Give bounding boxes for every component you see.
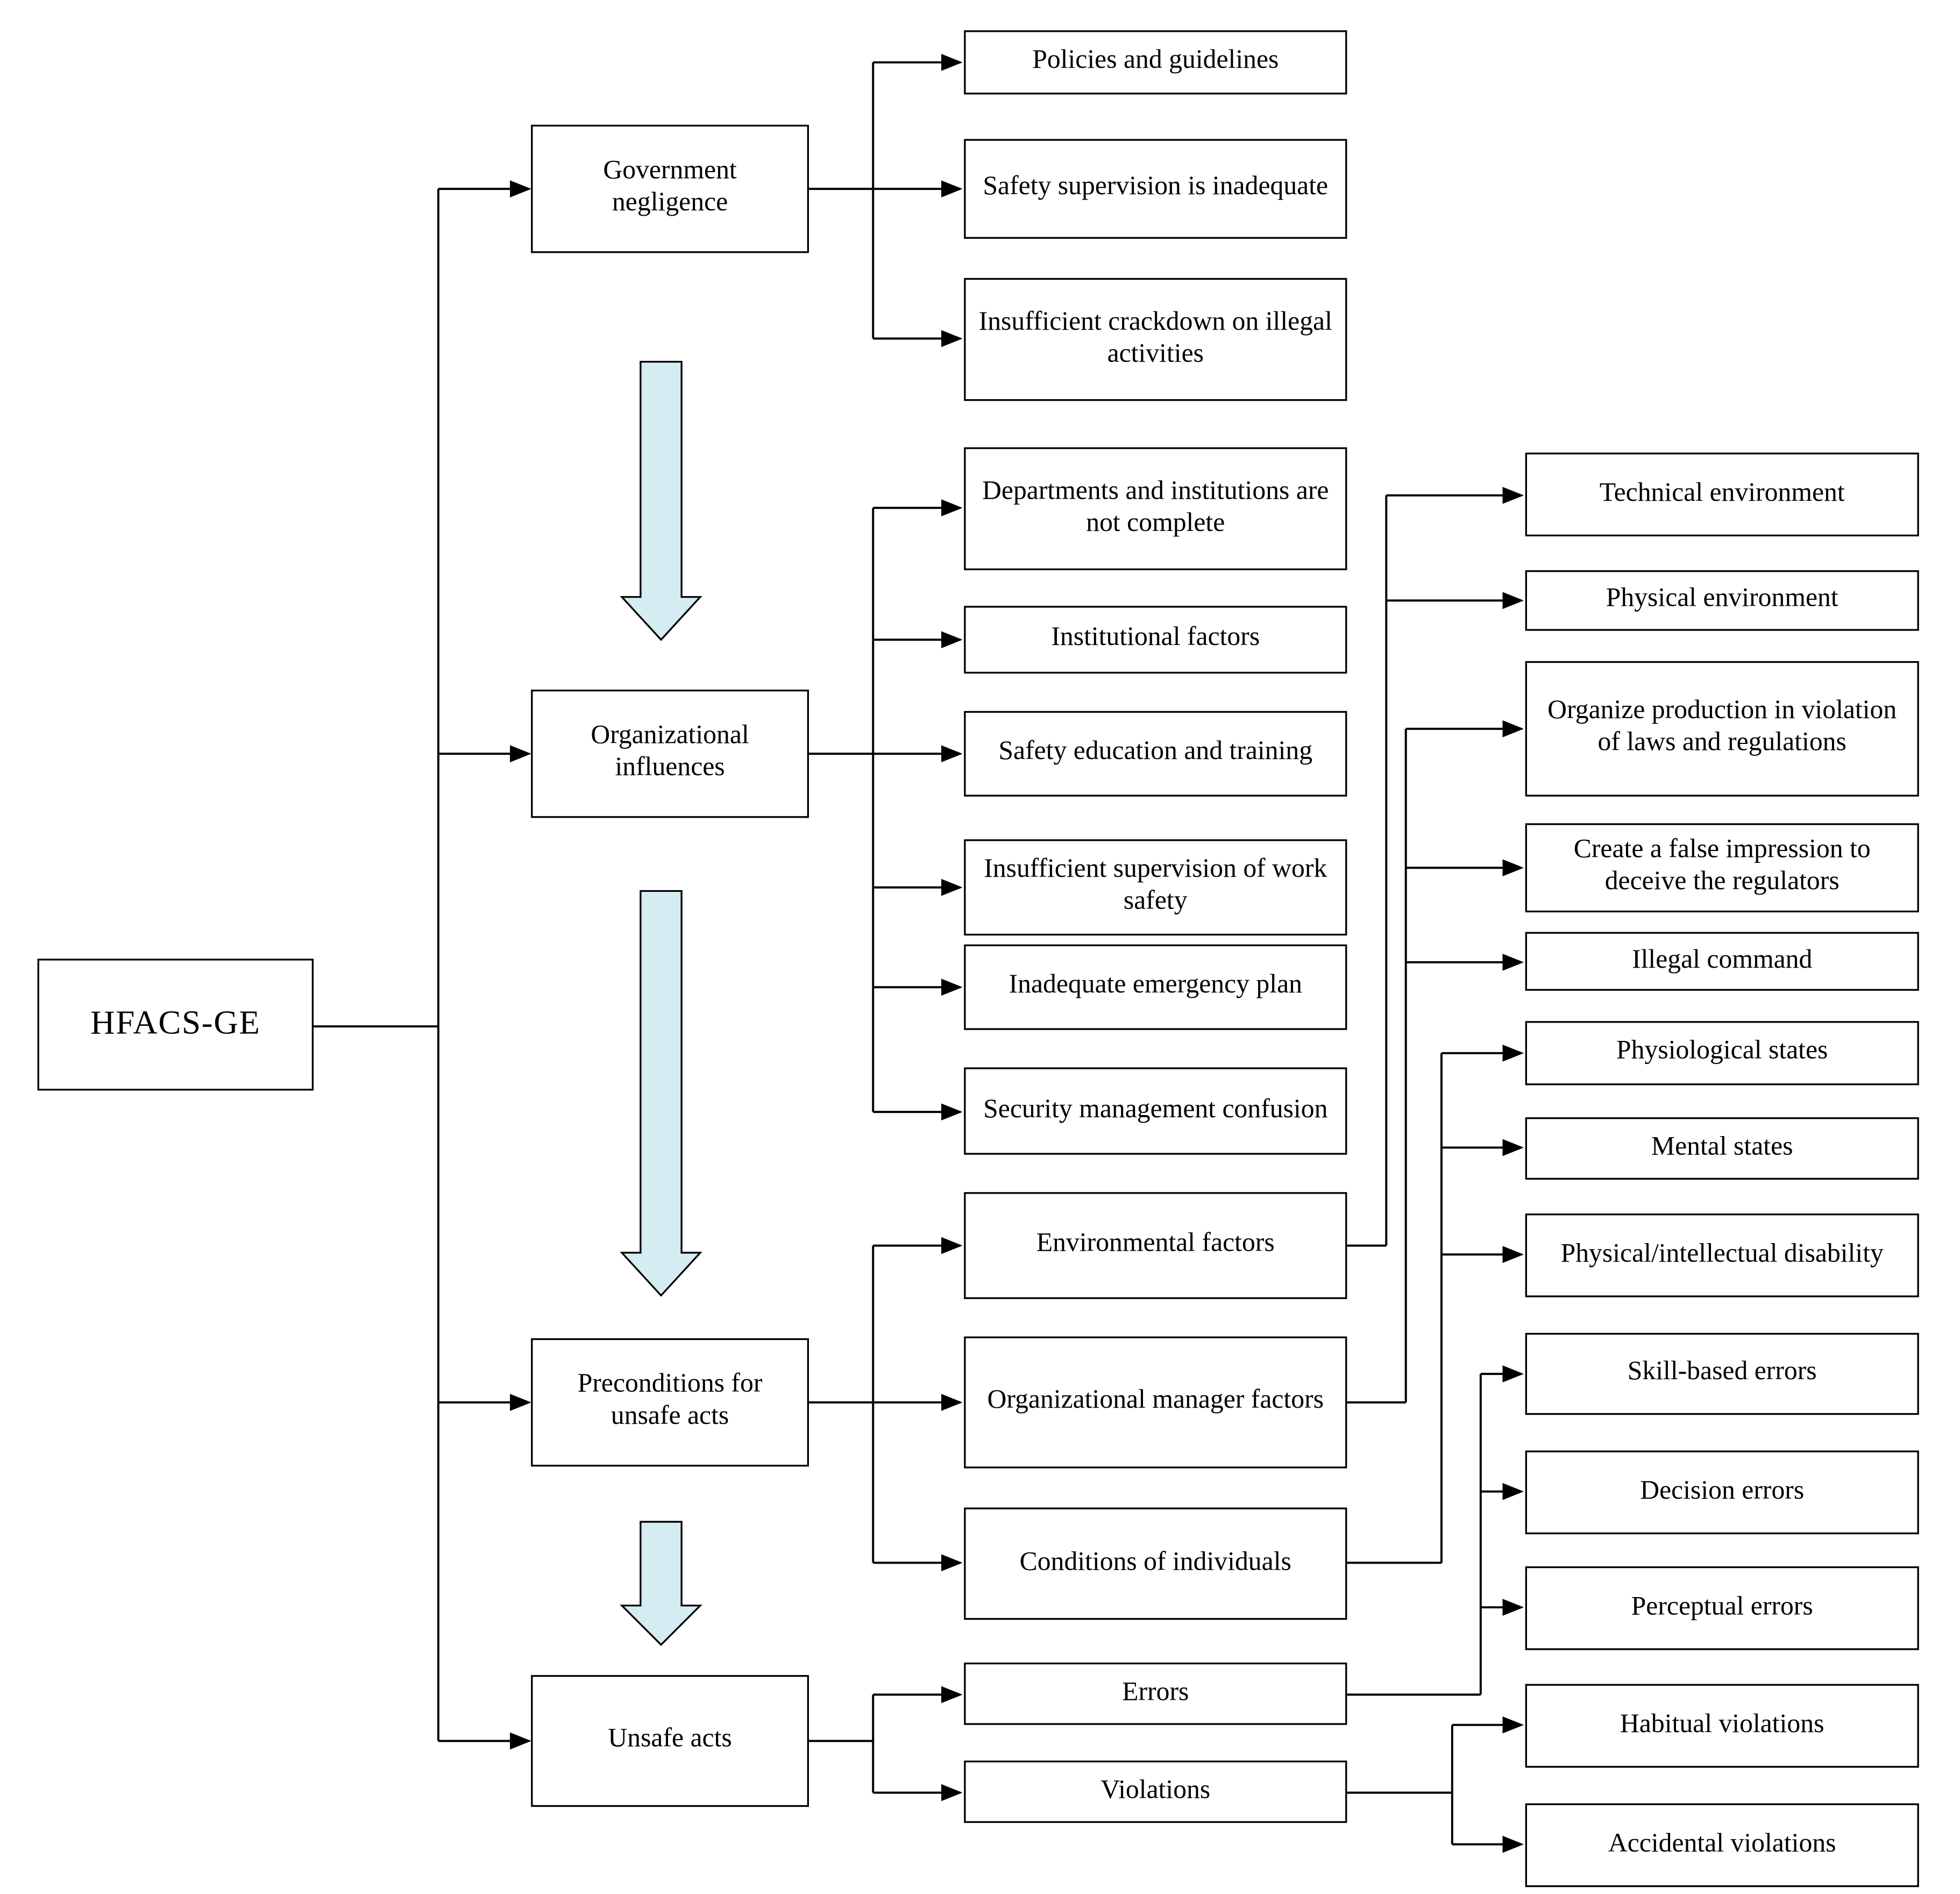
node-illegal-command-label: Illegal command (1632, 945, 1813, 974)
node-hfacs-ge-label: HFACS-GE (90, 1004, 261, 1042)
node-insufficient-supervision-work-safety: Insufficient supervision of work safety (964, 839, 1347, 936)
node-emergency-plan-label: Inadequate emergency plan (1009, 971, 1303, 1000)
preconditions-branch-lines (808, 1237, 963, 1572)
organizational-manager-branch-lines (1347, 720, 1524, 1404)
node-organizational-manager-factors: Organizational manager factors (964, 1336, 1347, 1469)
node-safety-supervision-label: Safety supervision is inadequate (983, 173, 1329, 202)
node-decision-errors: Decision errors (1525, 1450, 1919, 1535)
node-environmental-factors: Environmental factors (964, 1192, 1347, 1299)
node-government-negligence-label: Government negligence (603, 157, 737, 218)
trunk-connector-lines (314, 180, 531, 1750)
node-perceptual-errors-label: Perceptual errors (1631, 1592, 1813, 1621)
errors-branch-lines (1347, 1365, 1524, 1696)
node-security-management-confusion: Security management confusion (964, 1067, 1347, 1155)
node-org-manager-factors-label: Organizational manager factors (987, 1386, 1324, 1415)
environmental-factors-branch-lines (1347, 487, 1524, 1247)
down-arrow-3 (620, 1521, 702, 1646)
node-organizational-influences: Organizational influences (531, 690, 809, 818)
node-conditions-label: Conditions of individuals (1019, 1548, 1291, 1577)
node-physiological-states: Physiological states (1525, 1021, 1919, 1086)
node-skill-based-errors: Skill-based errors (1525, 1332, 1919, 1415)
node-policies-and-guidelines: Policies and guidelines (964, 30, 1347, 95)
node-departments-label: Departments and institutions are not com… (982, 477, 1329, 537)
node-safety-education-label: Safety education and training (998, 737, 1313, 767)
node-organize-production-violation: Organize production in violation of laws… (1525, 661, 1919, 797)
node-insufficient-supervision-label: Insufficient supervision of work safety (984, 856, 1327, 916)
government-negligence-branch-lines (808, 54, 963, 347)
node-skill-based-errors-label: Skill-based errors (1627, 1358, 1817, 1387)
node-mental-states: Mental states (1525, 1117, 1919, 1180)
node-technical-environment-label: Technical environment (1599, 478, 1845, 507)
node-conditions-of-individuals: Conditions of individuals (964, 1507, 1347, 1620)
node-insufficient-crackdown-label: Insufficient crackdown on illegal activi… (978, 308, 1332, 368)
node-environmental-factors-label: Environmental factors (1036, 1230, 1275, 1259)
node-accidental-violations: Accidental violations (1525, 1803, 1919, 1888)
node-hfacs-ge: HFACS-GE (37, 959, 314, 1091)
node-unsafe-acts-label: Unsafe acts (608, 1725, 732, 1754)
node-departments-not-complete: Departments and institutions are not com… (964, 447, 1347, 571)
down-arrow-2 (620, 890, 702, 1297)
node-habitual-violations-label: Habitual violations (1620, 1710, 1824, 1739)
node-physical-environment-label: Physical environment (1606, 585, 1838, 614)
node-institutional-factors: Institutional factors (964, 606, 1347, 674)
node-disability-label: Physical/intellectual disability (1560, 1239, 1884, 1268)
violations-branch-lines (1347, 1716, 1524, 1853)
down-arrow-1 (620, 360, 702, 641)
node-physical-intellectual-disability: Physical/intellectual disability (1525, 1213, 1919, 1297)
node-physical-environment: Physical environment (1525, 570, 1919, 631)
node-institutional-factors-label: Institutional factors (1051, 623, 1260, 652)
node-create-false-impression: Create a false impression to deceive the… (1525, 823, 1919, 913)
node-errors: Errors (964, 1662, 1347, 1725)
node-habitual-violations: Habitual violations (1525, 1684, 1919, 1768)
node-insufficient-crackdown: Insufficient crackdown on illegal activi… (964, 278, 1347, 401)
node-government-negligence: Government negligence (531, 124, 809, 253)
node-mental-states-label: Mental states (1651, 1132, 1793, 1161)
node-violations-label: Violations (1100, 1776, 1211, 1805)
node-unsafe-acts: Unsafe acts (531, 1675, 809, 1807)
node-inadequate-emergency-plan: Inadequate emergency plan (964, 944, 1347, 1030)
node-organizational-influences-label: Organizational influences (591, 722, 749, 783)
node-safety-supervision-inadequate: Safety supervision is inadequate (964, 139, 1347, 239)
node-decision-errors-label: Decision errors (1640, 1477, 1805, 1506)
node-violations: Violations (964, 1760, 1347, 1823)
node-false-impression-label: Create a false impression to deceive the… (1573, 836, 1871, 897)
node-illegal-command: Illegal command (1525, 932, 1919, 991)
node-preconditions-label: Preconditions for unsafe acts (577, 1371, 763, 1431)
node-technical-environment: Technical environment (1525, 452, 1919, 537)
node-physiological-states-label: Physiological states (1616, 1037, 1828, 1066)
node-security-confusion-label: Security management confusion (983, 1095, 1328, 1124)
conditions-of-individuals-branch-lines (1347, 1044, 1524, 1564)
node-accidental-violations-label: Accidental violations (1608, 1829, 1836, 1858)
node-policies-label: Policies and guidelines (1032, 46, 1279, 75)
node-perceptual-errors: Perceptual errors (1525, 1566, 1919, 1650)
unsafe-acts-branch-lines (808, 1686, 963, 1801)
node-safety-education-training: Safety education and training (964, 711, 1347, 797)
node-organize-production-label: Organize production in violation of laws… (1547, 697, 1897, 757)
node-preconditions-for-unsafe-acts: Preconditions for unsafe acts (531, 1338, 809, 1467)
organizational-influences-branch-lines (808, 499, 963, 1121)
node-errors-label: Errors (1122, 1678, 1189, 1707)
